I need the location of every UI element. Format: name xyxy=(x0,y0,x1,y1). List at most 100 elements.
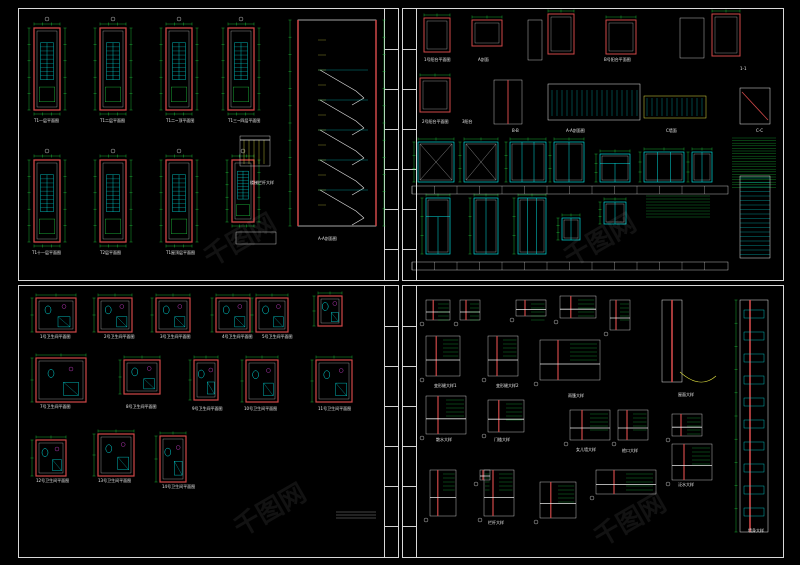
stair-run xyxy=(351,97,365,106)
section-detail xyxy=(739,87,771,125)
shower-drain xyxy=(174,461,183,476)
detail-bubble xyxy=(419,435,425,441)
detail-bubble xyxy=(533,381,539,387)
floor-drain xyxy=(339,368,344,373)
window-in-section xyxy=(743,485,765,495)
detail-bubble xyxy=(563,441,569,447)
balcony-plan xyxy=(547,13,575,55)
shower-tray xyxy=(116,316,128,328)
shower-drain xyxy=(143,378,155,390)
detail-box xyxy=(487,335,519,377)
toilet-fixture xyxy=(252,370,259,379)
opening-line xyxy=(419,161,437,181)
detail-label: C-C xyxy=(756,128,764,133)
plan-label: T1二~顶平面图 xyxy=(166,118,195,123)
stair-run xyxy=(319,189,365,219)
toilet-inner xyxy=(218,300,248,330)
section-label: A-A剖面图 xyxy=(318,236,337,241)
shower-tray xyxy=(174,461,183,476)
balcony-plan xyxy=(423,17,451,53)
detail-bubble xyxy=(665,481,671,487)
window-sash xyxy=(519,199,545,253)
detail-box xyxy=(617,409,649,441)
toilet-walls xyxy=(159,435,187,483)
stair-landing xyxy=(236,204,250,216)
detail-bubble xyxy=(481,433,487,439)
balcony-plan xyxy=(471,19,503,47)
plan-label: 2号卫生间平面图 xyxy=(104,334,135,339)
stair-plan-inner xyxy=(36,30,58,108)
window-in-section xyxy=(743,419,765,429)
stair-run xyxy=(319,159,365,189)
balcony-plan xyxy=(419,77,451,113)
toilet-inner xyxy=(162,438,184,480)
detail-label: A-A剖面图 xyxy=(566,128,585,133)
toilet-inner xyxy=(258,300,286,330)
opening-line xyxy=(465,161,482,181)
window-sash xyxy=(419,143,453,181)
window-in-section xyxy=(743,309,765,319)
stair-run xyxy=(319,129,365,159)
stair-plan-inner xyxy=(36,162,58,240)
shower-tray xyxy=(63,382,79,396)
balcony-inner xyxy=(422,80,448,110)
axis-bubble xyxy=(44,16,50,22)
toilet-fixture xyxy=(197,369,205,379)
toilet-fixture xyxy=(323,370,331,379)
schedule-table xyxy=(411,261,729,271)
shower-tray xyxy=(174,316,186,328)
stair-plan-walls xyxy=(33,27,61,111)
detail-label: 墙身大样 xyxy=(748,528,764,533)
detail-bubble xyxy=(481,377,487,383)
window-in-section xyxy=(743,331,765,341)
toilet-walls xyxy=(255,297,289,333)
balcony-inner xyxy=(550,16,572,52)
plan-label: 11号卫生间平面图 xyxy=(318,406,352,411)
floor-drain xyxy=(68,366,74,372)
stair-landing xyxy=(39,86,56,103)
shower-drain xyxy=(116,316,128,328)
detail-box xyxy=(539,339,601,381)
opening-line xyxy=(465,143,482,163)
detail-box xyxy=(559,295,597,319)
detail-label: 变形缝大样2 xyxy=(496,383,519,388)
plan-label: 9号卫生间平面图 xyxy=(192,406,223,411)
window-in-section xyxy=(743,397,765,407)
plan-label: T1屋顶层平面图 xyxy=(166,250,195,255)
floor-drain xyxy=(146,366,152,371)
plan-label: 8号卫生间平面图 xyxy=(126,404,157,409)
detail-bubble xyxy=(665,437,671,443)
detail-label: 雨篷大样 xyxy=(568,393,584,398)
detail-box xyxy=(479,469,491,481)
detail-bubble xyxy=(419,321,425,327)
shower-tray xyxy=(234,316,246,328)
toilet-fixture xyxy=(41,448,49,457)
stair-plan-inner xyxy=(168,30,190,108)
shower-drain xyxy=(331,312,339,322)
detail-label: 门槛大样 xyxy=(494,437,510,442)
window-frame xyxy=(517,197,547,255)
floor-drain xyxy=(61,304,67,309)
sheet-window-details xyxy=(402,8,784,281)
floor-drain xyxy=(266,368,271,373)
shower-tray xyxy=(273,316,284,328)
shower-tray xyxy=(263,382,274,396)
floor-drain xyxy=(208,367,214,373)
axis-bubble xyxy=(110,148,116,154)
plan-label: 3号卫生间平面图 xyxy=(160,334,191,339)
stair-section xyxy=(297,19,377,227)
title-block xyxy=(384,9,398,280)
opening-line xyxy=(419,143,437,163)
wall-section-tall xyxy=(739,299,769,533)
stair-plan-walls xyxy=(227,27,255,111)
title-block xyxy=(403,286,417,557)
railing-detail xyxy=(239,135,271,167)
toilet-fixture xyxy=(262,305,269,315)
floor-drain xyxy=(120,442,126,447)
sheet-stair-plans xyxy=(18,8,399,281)
toilet-walls xyxy=(215,297,251,333)
detail-box xyxy=(539,481,577,519)
stair-landing xyxy=(232,86,249,103)
detail-box xyxy=(425,395,467,435)
